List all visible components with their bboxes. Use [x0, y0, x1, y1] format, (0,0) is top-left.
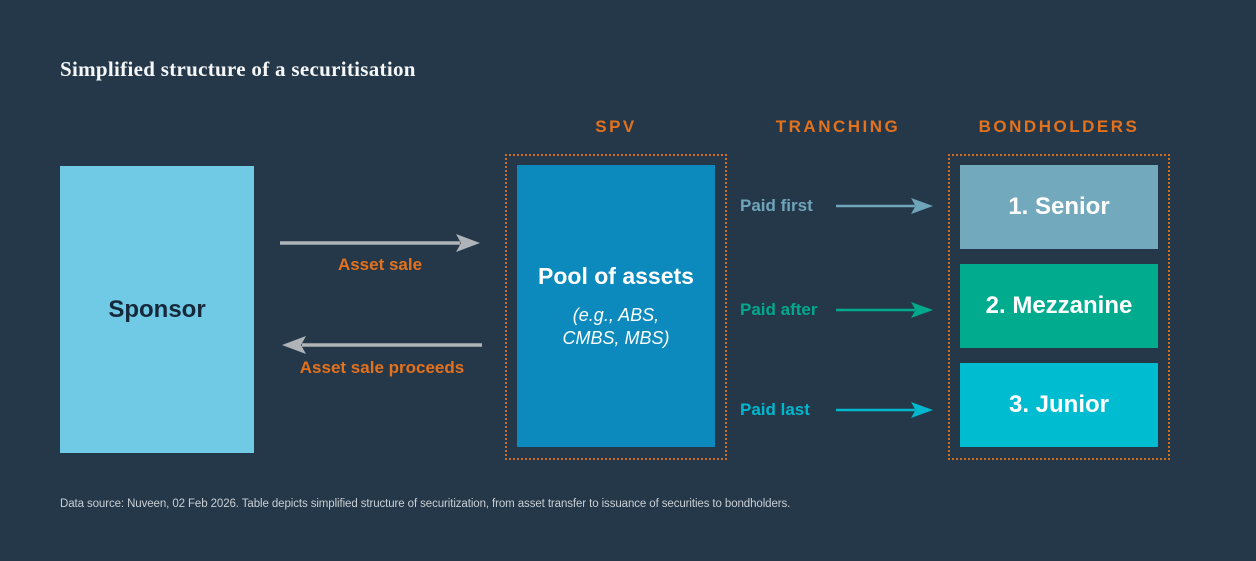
paid-after-label: Paid after	[740, 300, 818, 319]
paid-last-arrow-icon	[836, 402, 933, 418]
pool-of-assets-box: Pool of assets (e.g., ABS, CMBS, MBS)	[517, 165, 715, 447]
tranche-row-paid-after: Paid after	[740, 300, 933, 320]
pool-examples-line-2: CMBS, MBS)	[562, 327, 670, 348]
asset-sale-label: Asset sale	[337, 255, 423, 274]
column-header-tranching: TRANCHING	[775, 117, 901, 136]
sponsor-label: Sponsor	[108, 295, 206, 323]
data-source-note: Data source: Nuveen, 02 Feb 2026. Table …	[60, 498, 791, 510]
bondholders-frame: 1. Senior 2. Mezzanine 3. Junior	[948, 154, 1170, 460]
pool-examples-line-1: (e.g., ABS,	[572, 305, 660, 325]
spv-frame: Pool of assets (e.g., ABS, CMBS, MBS)	[505, 154, 727, 460]
pool-of-assets-examples: (e.g., ABS, CMBS, MBS)	[562, 304, 669, 349]
page-title: Simplified structure of a securitisation	[60, 57, 416, 81]
paid-last-label: Paid last	[740, 400, 810, 419]
tranche-row-paid-first: Paid first	[740, 196, 933, 216]
senior-tranche-label: 1. Senior	[1008, 193, 1110, 220]
paid-first-arrow-icon	[836, 198, 933, 214]
tranche-row-paid-last: Paid last	[740, 400, 933, 420]
pool-of-assets-label: Pool of assets	[538, 263, 694, 289]
asset-sale-proceeds-arrow-icon	[282, 336, 482, 354]
paid-after-arrow-icon	[836, 302, 933, 318]
junior-tranche-label: 3. Junior	[1008, 391, 1110, 418]
column-header-spv: SPV	[595, 117, 637, 136]
mezzanine-tranche-label: 2. Mezzanine	[985, 292, 1133, 319]
asset-sale-proceeds-label: Asset sale proceeds	[299, 358, 465, 377]
sponsor-box: Sponsor	[60, 166, 254, 453]
bondholders-stack: 1. Senior 2. Mezzanine 3. Junior	[960, 165, 1158, 447]
asset-sale-arrow-icon	[280, 234, 480, 252]
junior-tranche-box: 3. Junior	[960, 363, 1158, 447]
paid-first-label: Paid first	[740, 196, 813, 215]
mezzanine-tranche-box: 2. Mezzanine	[960, 264, 1158, 348]
senior-tranche-box: 1. Senior	[960, 165, 1158, 249]
column-header-bondholders: BONDHOLDERS	[978, 117, 1140, 136]
